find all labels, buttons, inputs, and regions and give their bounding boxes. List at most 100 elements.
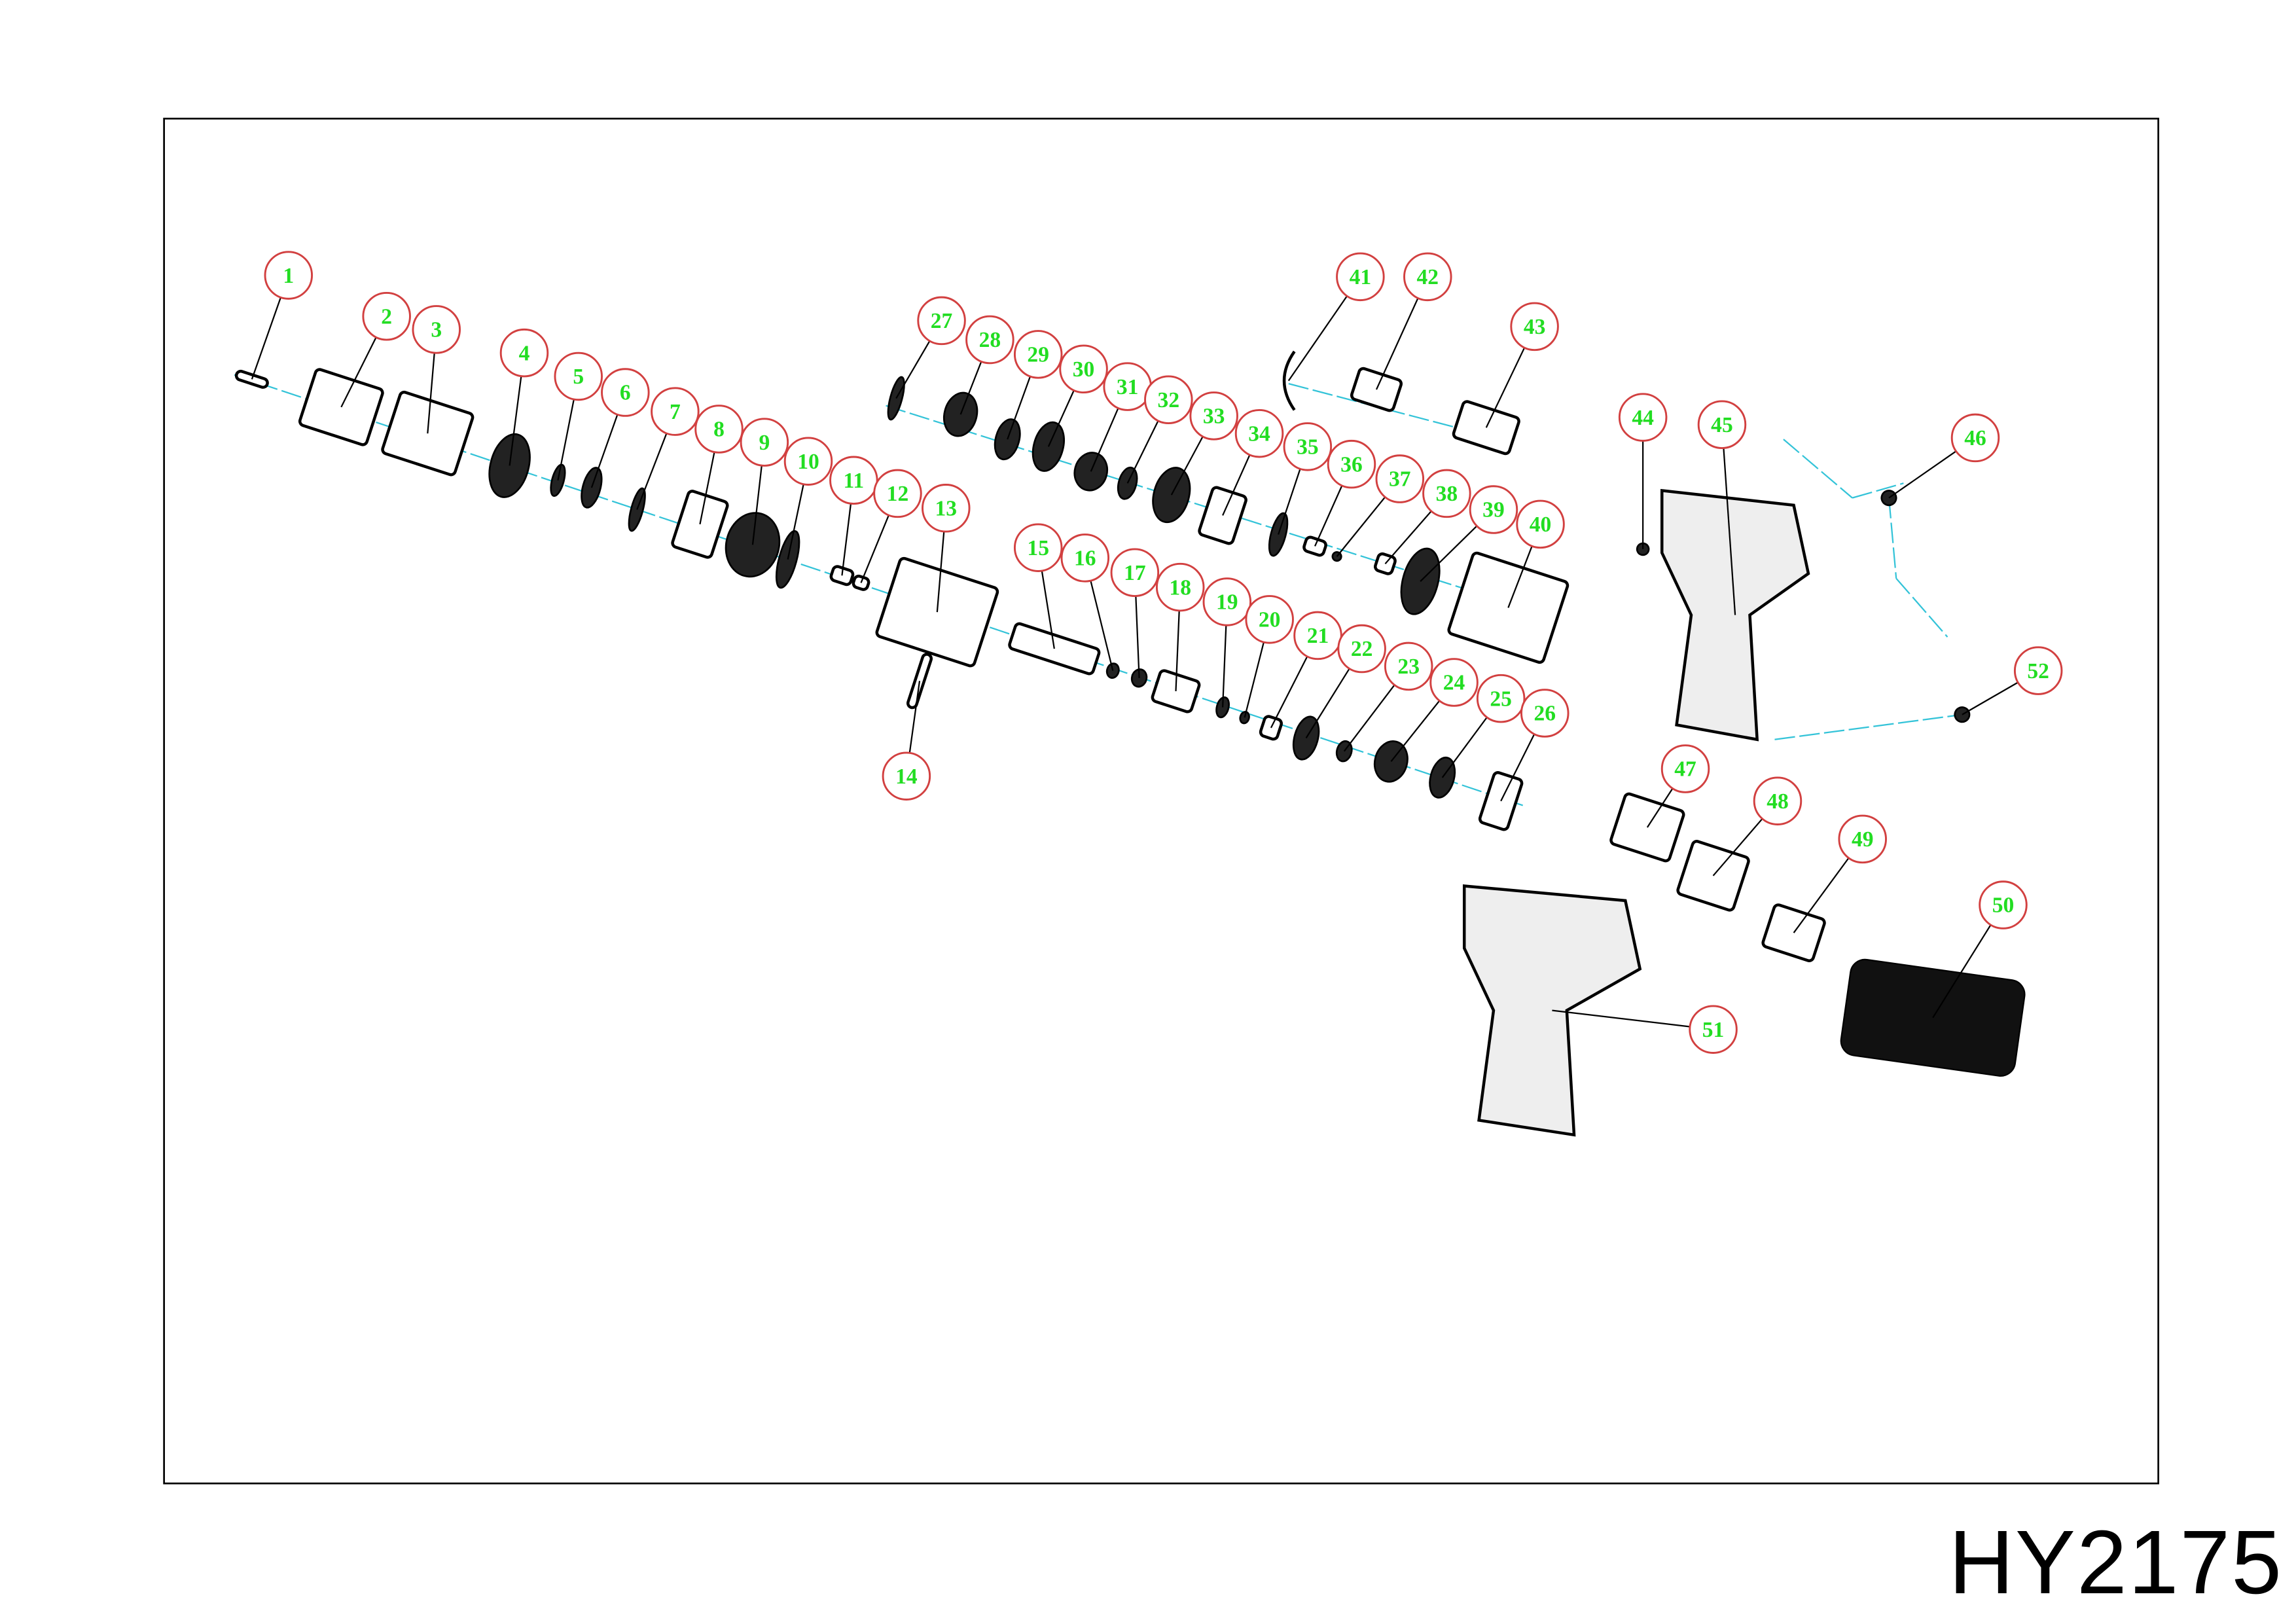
- callout-3: 3: [412, 305, 461, 354]
- callout-number: 31: [1117, 375, 1139, 399]
- leader-line: [1485, 347, 1526, 428]
- leader-line: [1552, 1009, 1691, 1028]
- callout-52: 52: [2013, 646, 2063, 695]
- callout-circle: [2013, 646, 2063, 695]
- callout-number: 22: [1351, 637, 1373, 661]
- callout-number: 27: [931, 309, 953, 333]
- callout-34: 34: [1234, 408, 1284, 458]
- callout-circle: [1660, 744, 1710, 793]
- callout-circle: [1245, 595, 1294, 644]
- callout-number: 43: [1524, 315, 1546, 339]
- callout-18: 18: [1155, 562, 1205, 612]
- callout-number: 45: [1711, 413, 1733, 437]
- axis-line: [1783, 439, 1853, 499]
- leader-line: [590, 414, 619, 488]
- leader-line: [1270, 656, 1308, 729]
- leader-line: [1222, 454, 1251, 516]
- callout-circle: [1327, 439, 1376, 489]
- callout-7: 7: [651, 387, 700, 436]
- leader-line: [787, 484, 804, 560]
- callout-number: 37: [1389, 467, 1411, 492]
- callout-26: 26: [1520, 689, 1570, 738]
- callout-36: 36: [1327, 439, 1376, 489]
- part-8: [671, 490, 729, 559]
- leader-line: [936, 531, 945, 613]
- callout-number: 36: [1340, 452, 1363, 477]
- leader-line: [636, 433, 668, 510]
- callout-circle: [873, 469, 922, 518]
- callout-number: 35: [1297, 435, 1319, 460]
- leader-line: [1135, 596, 1140, 678]
- callout-circle: [1202, 577, 1252, 626]
- callout-circle: [1979, 880, 2028, 929]
- leader-line: [1420, 525, 1478, 582]
- callout-31: 31: [1103, 362, 1152, 411]
- leader-line: [960, 361, 982, 415]
- callout-number: 44: [1632, 406, 1654, 430]
- callout-37: 37: [1375, 454, 1425, 503]
- part-46: [1880, 490, 1897, 507]
- callout-25: 25: [1476, 674, 1526, 723]
- callout-circle: [1950, 413, 2000, 463]
- part-47: [1609, 792, 1685, 863]
- callout-circle: [499, 328, 549, 378]
- callout-number: 28: [979, 328, 1001, 352]
- axis-line: [1895, 577, 1948, 638]
- leader-lines: [251, 295, 2018, 1028]
- leader-line: [1047, 389, 1075, 447]
- callout-16: 16: [1060, 533, 1110, 583]
- part-41: [1282, 350, 1296, 411]
- callout-41: 41: [1336, 252, 1385, 302]
- leader-line: [841, 503, 852, 576]
- callout-circle: [1429, 658, 1479, 707]
- part-39: [1400, 547, 1441, 615]
- callout-number: 52: [2027, 659, 2049, 683]
- callout-21: 21: [1293, 611, 1342, 660]
- axis-line: [1774, 713, 1963, 740]
- callout-number: 33: [1203, 405, 1225, 429]
- part-7: [628, 487, 646, 532]
- leader-line: [1007, 376, 1031, 440]
- part-40: [1447, 551, 1570, 664]
- callout-number: 19: [1216, 590, 1238, 615]
- callout-number: 20: [1259, 608, 1281, 632]
- callout-circle: [882, 751, 931, 801]
- callout-17: 17: [1110, 548, 1160, 597]
- callout-circle: [1283, 422, 1333, 471]
- leader-line: [860, 514, 889, 583]
- callout-19: 19: [1202, 577, 1252, 626]
- callout-number: 17: [1124, 561, 1146, 585]
- callout-number: 41: [1350, 265, 1372, 289]
- callout-number: 1: [283, 264, 294, 288]
- leader-line: [251, 297, 281, 380]
- callout-11: 11: [829, 456, 878, 505]
- callout-number: 34: [1248, 422, 1270, 446]
- callout-12: 12: [873, 469, 922, 518]
- callout-circle: [601, 368, 650, 417]
- leader-line: [1170, 436, 1204, 496]
- callout-number: 6: [620, 381, 631, 405]
- leader-line: [1278, 468, 1301, 535]
- part-34: [1198, 486, 1247, 545]
- leader-line: [1384, 511, 1432, 565]
- callout-9: 9: [740, 418, 789, 467]
- leader-line: [509, 376, 522, 466]
- callout-circle: [740, 418, 789, 467]
- callout-number: 24: [1443, 671, 1465, 695]
- leader-line: [1962, 681, 2018, 715]
- callout-number: 3: [431, 318, 442, 342]
- callout-circle: [1060, 533, 1110, 583]
- callout-number: 26: [1534, 702, 1556, 726]
- axis-line: [1852, 482, 1904, 499]
- callout-circle: [1013, 330, 1063, 379]
- callout-1: 1: [264, 251, 314, 300]
- callout-number: 25: [1490, 687, 1512, 711]
- callout-circle: [694, 405, 744, 454]
- callout-number: 30: [1073, 357, 1095, 382]
- part-21: [1259, 715, 1283, 741]
- callout-38: 38: [1422, 469, 1471, 518]
- leader-line: [1441, 717, 1488, 778]
- callout-circle: [1144, 375, 1193, 424]
